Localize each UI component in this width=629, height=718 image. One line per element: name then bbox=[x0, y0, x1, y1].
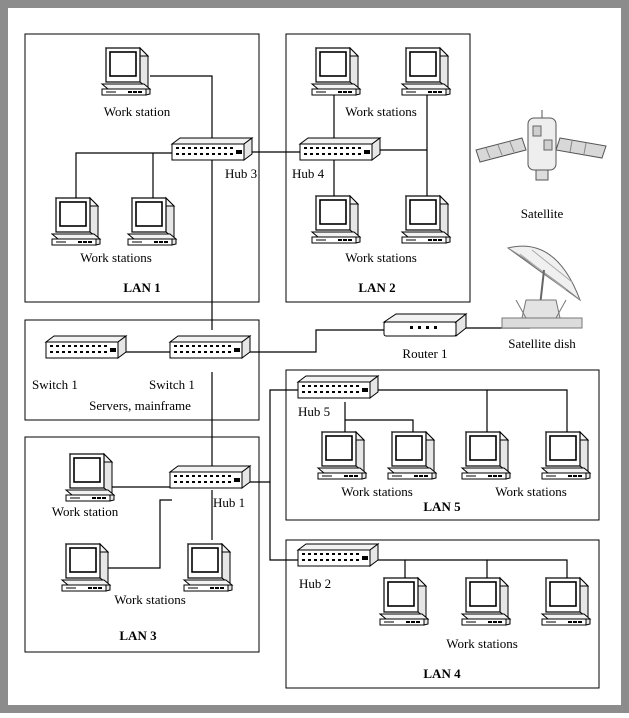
lan5-workstations-left-label: Work stations bbox=[341, 484, 413, 499]
lan1-workstation-top bbox=[102, 48, 150, 95]
hub4-label: Hub 4 bbox=[292, 166, 325, 181]
lan5-workstation-2 bbox=[388, 432, 436, 479]
lan4-workstations-label: Work stations bbox=[446, 636, 518, 651]
lan5-workstation-3 bbox=[462, 432, 510, 479]
lan2-workstation-br bbox=[402, 196, 450, 243]
router-device bbox=[384, 314, 466, 336]
satellite-icon bbox=[476, 110, 606, 180]
switch-right-label: Switch 1 bbox=[149, 377, 195, 392]
hub2-device bbox=[298, 544, 378, 566]
lan3-workstation-top bbox=[66, 454, 114, 501]
lan5-workstation-1 bbox=[318, 432, 366, 479]
lan1-workstation-label: Work station bbox=[104, 104, 171, 119]
lan5-workstations-right-label: Work stations bbox=[495, 484, 567, 499]
lan4-label: LAN 4 bbox=[423, 666, 461, 681]
hub1-label: Hub 1 bbox=[213, 495, 245, 510]
lan3-workstation-label: Work station bbox=[52, 504, 119, 519]
lan5-workstation-4 bbox=[542, 432, 590, 479]
hub5-label: Hub 5 bbox=[298, 404, 330, 419]
lan2-workstations-top-label: Work stations bbox=[345, 104, 417, 119]
satellite-dish-label: Satellite dish bbox=[508, 336, 576, 351]
switch-left-device bbox=[46, 336, 126, 358]
satellite-label: Satellite bbox=[521, 206, 564, 221]
lan5-label: LAN 5 bbox=[423, 499, 461, 514]
satellite-dish-icon bbox=[502, 246, 582, 328]
lan4-workstation-1 bbox=[380, 578, 428, 625]
servers-label: Servers, mainframe bbox=[89, 398, 191, 413]
lan2-workstation-bl bbox=[312, 196, 360, 243]
lan4-workstation-2 bbox=[462, 578, 510, 625]
lan2-workstation-tl bbox=[312, 48, 360, 95]
hub4-device bbox=[300, 138, 380, 160]
lan3-label: LAN 3 bbox=[119, 628, 157, 643]
hub3-label: Hub 3 bbox=[225, 166, 257, 181]
lan2-workstations-bottom-label: Work stations bbox=[345, 250, 417, 265]
lan1-workstations-label: Work stations bbox=[80, 250, 152, 265]
switch-right-device bbox=[170, 336, 250, 358]
router1-label: Router 1 bbox=[402, 346, 447, 361]
lan3-workstation-bl bbox=[62, 544, 110, 591]
lan1-label: LAN 1 bbox=[123, 280, 160, 295]
lan3-workstation-br bbox=[184, 544, 232, 591]
hub2-label: Hub 2 bbox=[299, 576, 331, 591]
lan1-workstation-bl bbox=[52, 198, 100, 245]
lan2-workstation-tr bbox=[402, 48, 450, 95]
switch-left-label: Switch 1 bbox=[32, 377, 78, 392]
lan1-workstation-br bbox=[128, 198, 176, 245]
lan4-workstation-3 bbox=[542, 578, 590, 625]
hub5-device bbox=[298, 376, 378, 398]
hub1-device bbox=[170, 466, 250, 488]
lan3-workstations-label: Work stations bbox=[114, 592, 186, 607]
lan2-label: LAN 2 bbox=[358, 280, 395, 295]
hub3-device bbox=[172, 138, 252, 160]
